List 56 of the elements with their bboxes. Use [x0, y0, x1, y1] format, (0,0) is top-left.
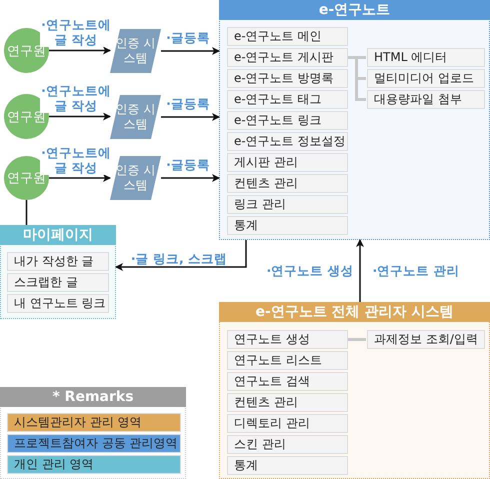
panel-title: 마이페이지: [0, 225, 116, 245]
edge-label: ·연구노트에 글 작성: [40, 145, 112, 175]
legend-title: * Remarks: [0, 387, 186, 407]
menu-item: 통계: [227, 456, 348, 475]
arrow: [49, 112, 111, 120]
panel: [219, 302, 490, 479]
panel: [219, 0, 490, 240]
menu-item: 디렉토리 관리: [227, 414, 348, 433]
menu-item: e-연구노트 태그: [227, 90, 348, 109]
system-parallelogram: 인증 시스템: [110, 29, 161, 73]
edge-label: ·글등록: [164, 157, 212, 172]
panel-title: e-연구노트 전체 관리자 시스템: [219, 302, 490, 322]
menu-item: e-연구노트 게시판: [227, 48, 348, 67]
menu-item: 링크 관리: [227, 195, 348, 214]
menu-item: 게시판 관리: [227, 153, 348, 172]
menu-item: 통계: [227, 216, 348, 235]
connector-line: [26, 200, 28, 225]
menu-item: 연구노트 생성: [227, 330, 348, 349]
menu-item: 내 연구노트 링크: [7, 294, 109, 313]
menu-item: 연구노트 검색: [227, 372, 348, 391]
menu-item: 내가 작성한 글: [7, 252, 109, 271]
menu-item: e-연구노트 정보설정: [227, 132, 348, 151]
connector-line: [347, 338, 366, 341]
arrow: [161, 174, 220, 182]
menu-item: e-연구노트 방명록: [227, 69, 348, 88]
panel-title: e-연구노트: [219, 0, 490, 20]
menu-item: 컨텐츠 관리: [227, 393, 348, 412]
edge-label: ·연구노트에 글 작성: [40, 17, 112, 47]
menu-item: 스킨 관리: [227, 435, 348, 454]
arrow: [161, 47, 220, 55]
menu-item: 과제정보 조회/입력: [367, 330, 485, 349]
arrow: [115, 240, 247, 271]
person-circle: 연구원: [4, 94, 49, 139]
menu-item: 컨텐츠 관리: [227, 174, 348, 193]
edge-label: ·글등록: [164, 96, 212, 111]
menu-item: e-연구노트 메인: [227, 27, 348, 46]
menu-item: 스크랩한 글: [7, 273, 109, 292]
panel: [0, 225, 116, 319]
arrow: [356, 239, 364, 302]
menu-item: HTML 에디터: [367, 48, 485, 67]
legend-item: 개인 관리 영역: [7, 455, 181, 474]
arrow: [161, 113, 220, 121]
person-circle: 연구원: [4, 156, 49, 200]
edge-label: ·연구노트에 글 작성: [40, 83, 112, 113]
menu-item: 대용량파일 첨부: [367, 90, 485, 109]
menu-item: 멀티미디어 업로드: [367, 69, 485, 88]
edge-label: ·글등록: [164, 30, 212, 45]
legend-item: 프로젝트참여자 공동 관리영역: [7, 434, 181, 453]
menu-item: e-연구노트 링크: [227, 111, 348, 130]
arrow: [49, 46, 111, 54]
menu-item: 연구노트 리스트: [227, 351, 348, 370]
arrow: [49, 174, 111, 182]
system-parallelogram: 인증 시스템: [110, 95, 161, 139]
legend-item: 시스템관리자 관리 영역: [7, 413, 181, 432]
person-circle: 연구원: [4, 28, 49, 73]
system-parallelogram: 인증 시스템: [110, 156, 161, 200]
